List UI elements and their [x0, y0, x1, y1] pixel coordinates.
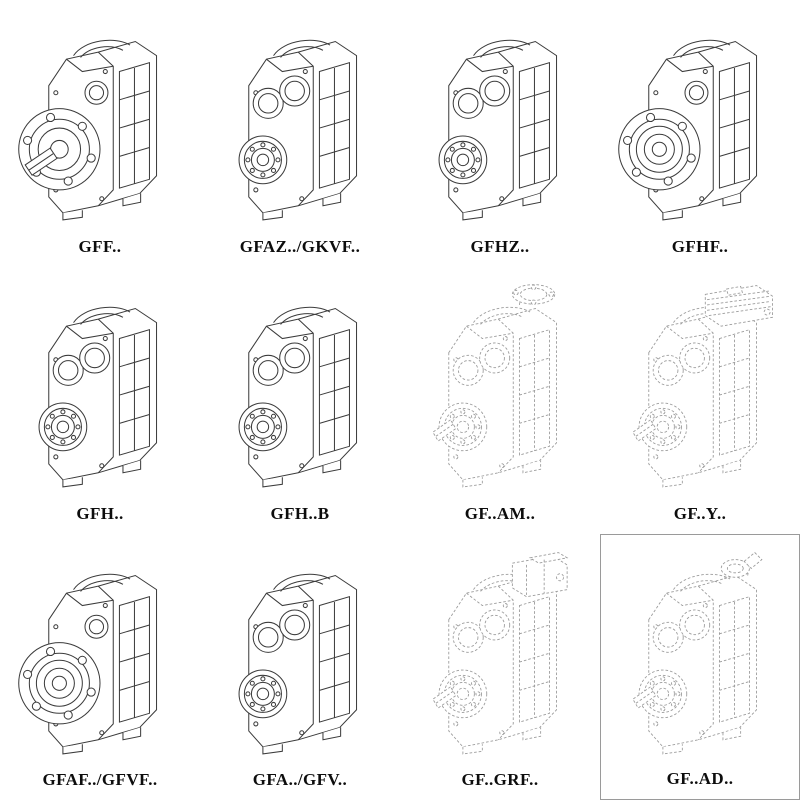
catalog-cell-gf-y: GF..Y.. [600, 267, 800, 534]
gearbox-with-input-flange-drawing [407, 282, 593, 494]
catalog-cell-gfh-b: GFH..B [200, 267, 400, 534]
model-label: GFH.. [76, 504, 124, 524]
gearbox-with-input-adapter-drawing [607, 549, 793, 761]
model-label: GFF.. [78, 237, 122, 257]
drawing-area [402, 4, 598, 238]
model-label: GF..AD.. [666, 769, 734, 789]
drawing-area [202, 271, 398, 505]
model-label: GFA../GFV.. [252, 770, 348, 790]
shaft-mounted-gearbox-drawing [207, 549, 393, 761]
drawing-area [2, 271, 198, 505]
drawing-area [2, 4, 198, 238]
catalog-cell-gf-am: GF..AM.. [400, 267, 600, 534]
flange-hollow-gearbox-drawing [7, 549, 193, 761]
drawing-area [202, 4, 398, 238]
drawing-area [202, 538, 398, 771]
catalog-cell-gfhf: GFHF.. [600, 0, 800, 267]
drawing-area [602, 4, 798, 238]
drawing-area [602, 271, 798, 505]
catalog-cell-gfhz: GFHZ.. [400, 0, 600, 267]
model-label: GF..GRF.. [461, 770, 539, 790]
model-label: GFHZ.. [470, 237, 530, 257]
gearbox-with-adapter-drawing [407, 549, 593, 761]
catalog-cell-gfaz-gkvf: GFAZ../GKVF.. [200, 0, 400, 267]
model-label: GFH..B [270, 504, 330, 524]
drawing-area [2, 538, 198, 771]
model-label: GF..AM.. [464, 504, 536, 524]
model-label: GFAZ../GKVF.. [239, 237, 361, 257]
drawing-area [402, 538, 598, 771]
shaft-mounted-gearbox-drawing [207, 15, 393, 227]
model-label: GF..Y.. [673, 504, 727, 524]
gearbox-with-motor-drawing [607, 282, 793, 494]
catalog-cell-gff: GFF.. [0, 0, 200, 267]
hollow-shaft-gearbox-drawing [7, 282, 193, 494]
drawing-area [402, 271, 598, 505]
hollow-shaft-gearbox-foot-drawing [207, 282, 393, 494]
flange-output-gearbox-drawing [7, 15, 193, 227]
catalog-cell-gfa-gfv: GFA../GFV.. [200, 534, 400, 800]
shaft-mounted-gearbox-drawing [407, 15, 593, 227]
catalog-cell-gfaf-gfvf: GFAF../GFVF.. [0, 534, 200, 800]
flange-hollow-gearbox-drawing [607, 15, 793, 227]
model-label: GFAF../GFVF.. [42, 770, 158, 790]
catalog-cell-gf-ad: GF..AD.. [600, 534, 800, 800]
catalog-cell-gf-grf: GF..GRF.. [400, 534, 600, 800]
catalog-cell-gfh: GFH.. [0, 267, 200, 534]
model-label: GFHF.. [671, 237, 729, 257]
drawing-area [603, 539, 797, 770]
